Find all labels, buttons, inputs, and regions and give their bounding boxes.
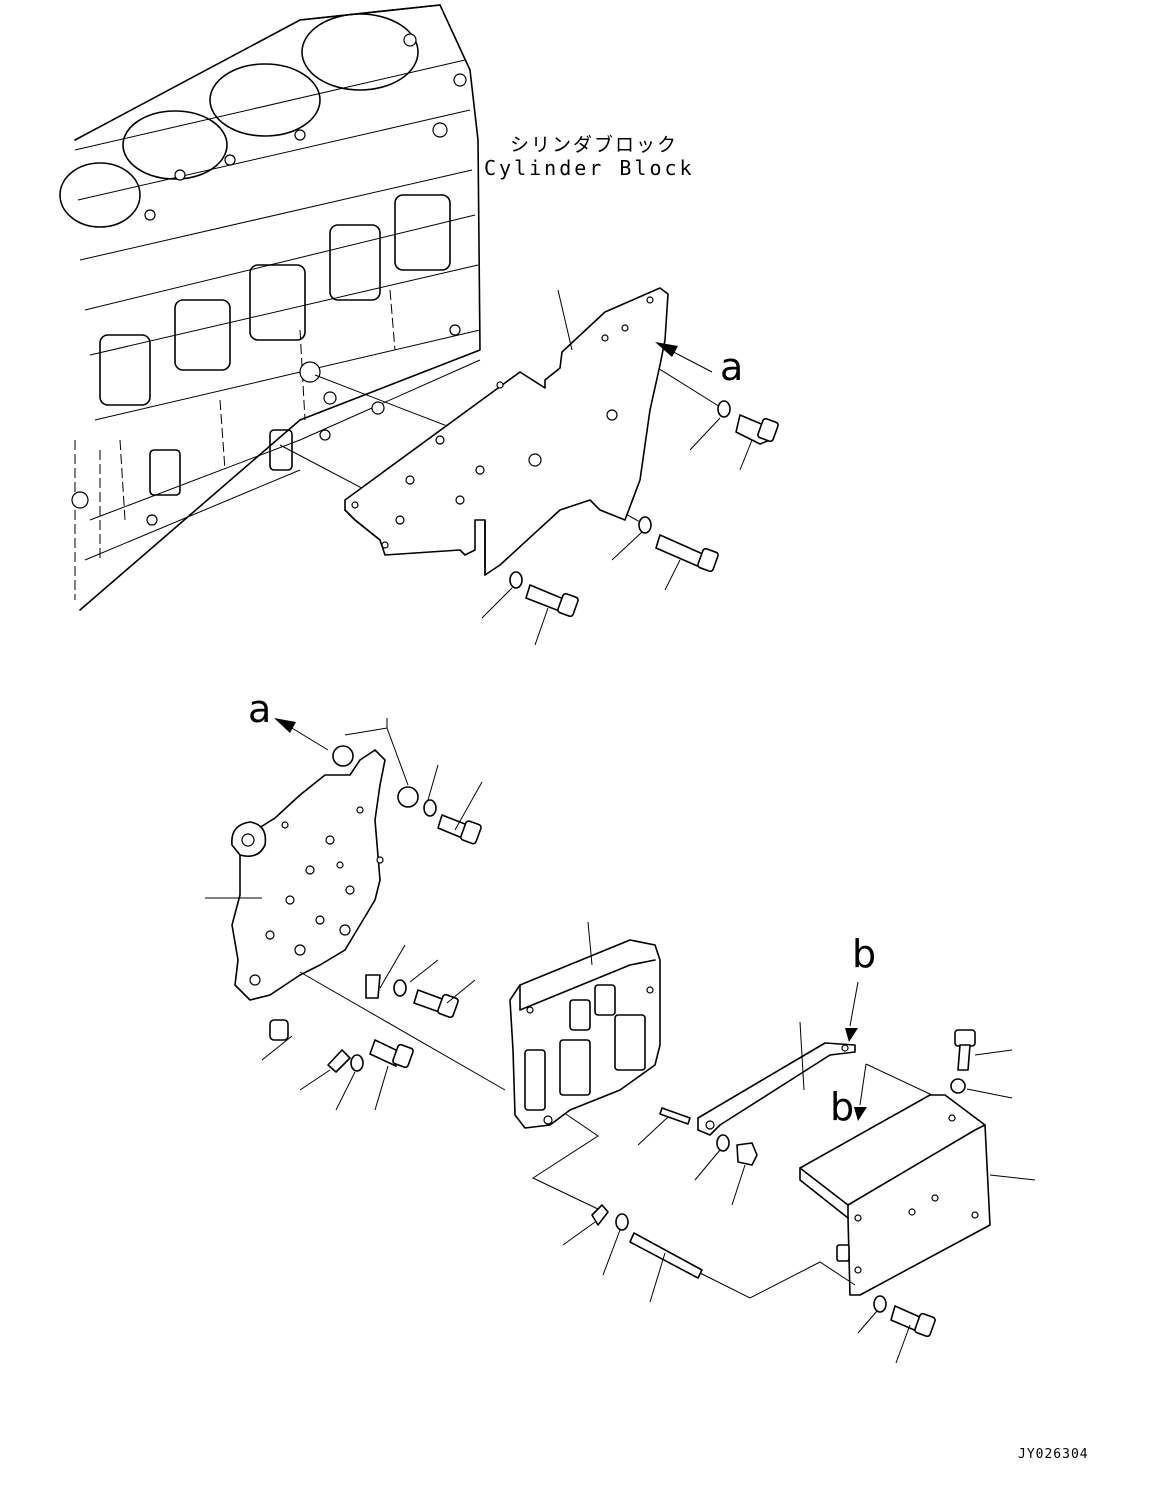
upper-bracket-plate <box>344 287 669 576</box>
upper-fasteners <box>481 400 779 646</box>
ref-label-a-upper: a <box>720 345 744 389</box>
ref-label-b-lower: b <box>830 1085 855 1129</box>
middle-fasteners <box>637 1107 758 1206</box>
mount-strap <box>697 1021 856 1136</box>
right-fasteners <box>950 1029 1013 1099</box>
lower-mount-plate <box>205 749 386 1001</box>
lower-fasteners <box>562 1204 936 1364</box>
callout-label-en: Cylinder Block <box>484 156 695 180</box>
cover-bracket <box>799 1094 1036 1296</box>
ref-arrow-b-lower <box>854 1063 933 1121</box>
callout-label-jp: シリンダブロック <box>510 134 679 156</box>
ref-label-a-lower: a <box>248 687 272 731</box>
ref-label-b-upper: b <box>852 932 877 976</box>
lower-left-fasteners <box>261 718 483 1111</box>
ref-arrow-a-lower <box>274 718 329 751</box>
alignment-lines-lower <box>299 971 601 1211</box>
cylinder-block <box>59 4 481 611</box>
drawing-number: JY026304 <box>1018 1447 1089 1462</box>
ref-arrow-b-upper <box>845 981 859 1042</box>
controller-unit <box>509 921 661 1129</box>
ref-arrow-a-upper <box>655 342 713 373</box>
